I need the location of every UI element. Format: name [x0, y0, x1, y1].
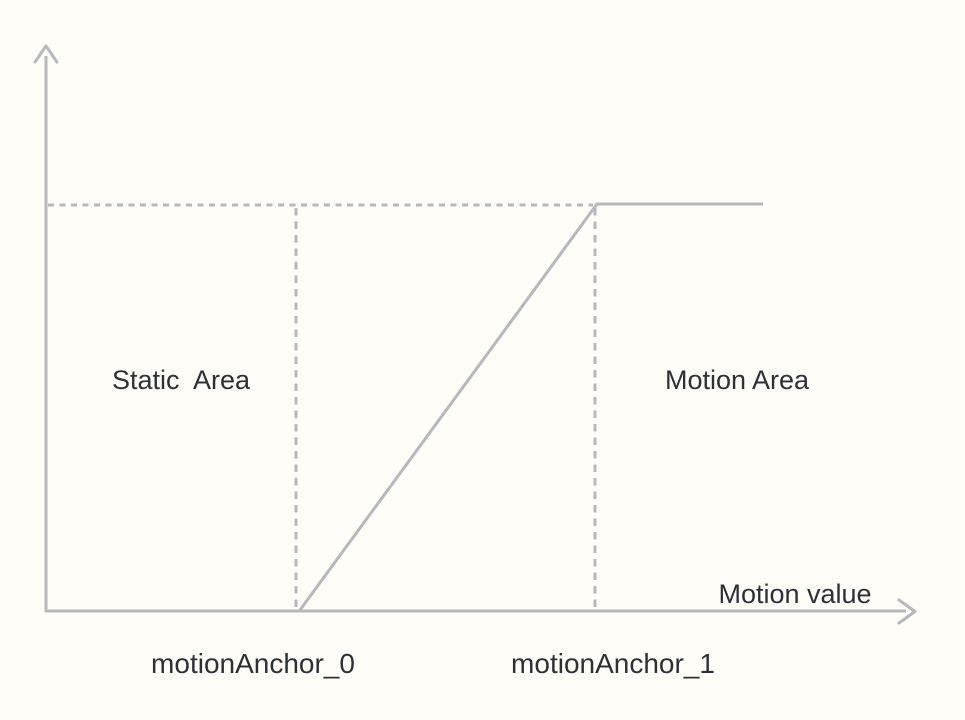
motion-area-label: Motion Area [664, 365, 810, 395]
anchor1-label: motionAnchor_1 [511, 648, 715, 679]
x-axis-label: Motion value [718, 579, 872, 609]
anchor0-label: motionAnchor_0 [151, 648, 355, 679]
y-axis-arrowhead-icon [33, 44, 59, 64]
ramp-line [298, 203, 599, 611]
static-area-label: Static Area [111, 365, 251, 395]
x-axis-arrowhead-icon [897, 598, 917, 625]
